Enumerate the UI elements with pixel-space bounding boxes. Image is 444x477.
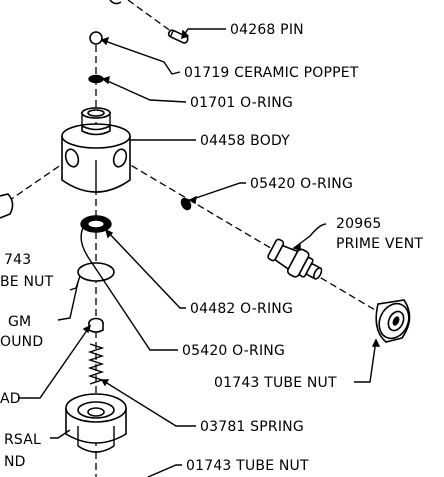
diaphragm-part bbox=[77, 262, 115, 282]
label-oring-01701: 01701 O-RING bbox=[190, 95, 293, 111]
ceramic-poppet-part bbox=[89, 31, 103, 45]
leader-oring-04482 bbox=[105, 229, 186, 309]
pin-axis-line bbox=[127, 0, 173, 33]
label-prime-vent-name: PRIME VENT bbox=[336, 236, 423, 252]
label-prime-vent-number: 20965 bbox=[336, 216, 382, 232]
leader-universal bbox=[50, 429, 71, 439]
leader-head bbox=[18, 325, 91, 399]
leader-pin bbox=[181, 28, 226, 39]
label-universal-line1: RSAL bbox=[4, 432, 41, 448]
label-diaphragm-line1: GM bbox=[8, 314, 31, 330]
leader-oring-01701 bbox=[102, 78, 187, 103]
label-oring-05420-right: 05420 O-RING bbox=[250, 176, 353, 192]
label-universal-line2: ND bbox=[4, 454, 26, 470]
leader-tube-nut-right bbox=[354, 339, 377, 383]
left-axis-line bbox=[9, 159, 69, 201]
leader-tube-nut-left bbox=[69, 275, 81, 291]
leader-tube-nut-bottom bbox=[147, 464, 182, 477]
label-tube-nut-left-number: 743 bbox=[4, 252, 31, 268]
label-tube-nut-left-name: BE NUT bbox=[0, 274, 54, 290]
label-oring-05420-lower: 05420 O-RING bbox=[182, 343, 285, 359]
label-tube-nut-right: 01743 TUBE NUT bbox=[214, 375, 337, 391]
label-pin: 04268 PIN bbox=[230, 22, 304, 38]
leader-spring bbox=[101, 379, 196, 427]
pin-part bbox=[167, 29, 189, 44]
leader-oring-05420-lower bbox=[80, 225, 178, 351]
label-diaphragm-line2: OUND bbox=[0, 334, 43, 350]
prime-vent-part bbox=[267, 238, 323, 280]
oring-05420-right-part bbox=[180, 197, 192, 211]
leader-poppet bbox=[101, 39, 181, 75]
left-tube-nut-partial bbox=[0, 193, 14, 219]
vent-axis-line bbox=[121, 159, 393, 321]
arrowheads bbox=[82, 29, 381, 387]
leader-prime-vent bbox=[293, 223, 327, 249]
top-partial-part bbox=[109, 0, 122, 5]
universal-gland-part bbox=[65, 393, 127, 453]
label-head: AD bbox=[0, 391, 21, 407]
label-oring-04482: 04482 O-RING bbox=[190, 301, 293, 317]
spring-part bbox=[87, 343, 105, 385]
oring-01701-part bbox=[88, 74, 104, 84]
head-part bbox=[88, 317, 104, 333]
leader-oring-05420-right bbox=[189, 182, 246, 201]
oring-04482-part bbox=[80, 215, 112, 233]
tube-nut-right-part bbox=[375, 299, 411, 343]
label-tube-nut-bottom: 01743 TUBE NUT bbox=[186, 458, 309, 474]
label-spring: 03781 SPRING bbox=[200, 419, 304, 435]
label-ceramic-poppet: 01719 CERAMIC POPPET bbox=[184, 65, 359, 81]
label-body: 04458 BODY bbox=[200, 133, 290, 149]
body-part bbox=[61, 107, 131, 193]
leader-diaphragm bbox=[57, 281, 79, 321]
